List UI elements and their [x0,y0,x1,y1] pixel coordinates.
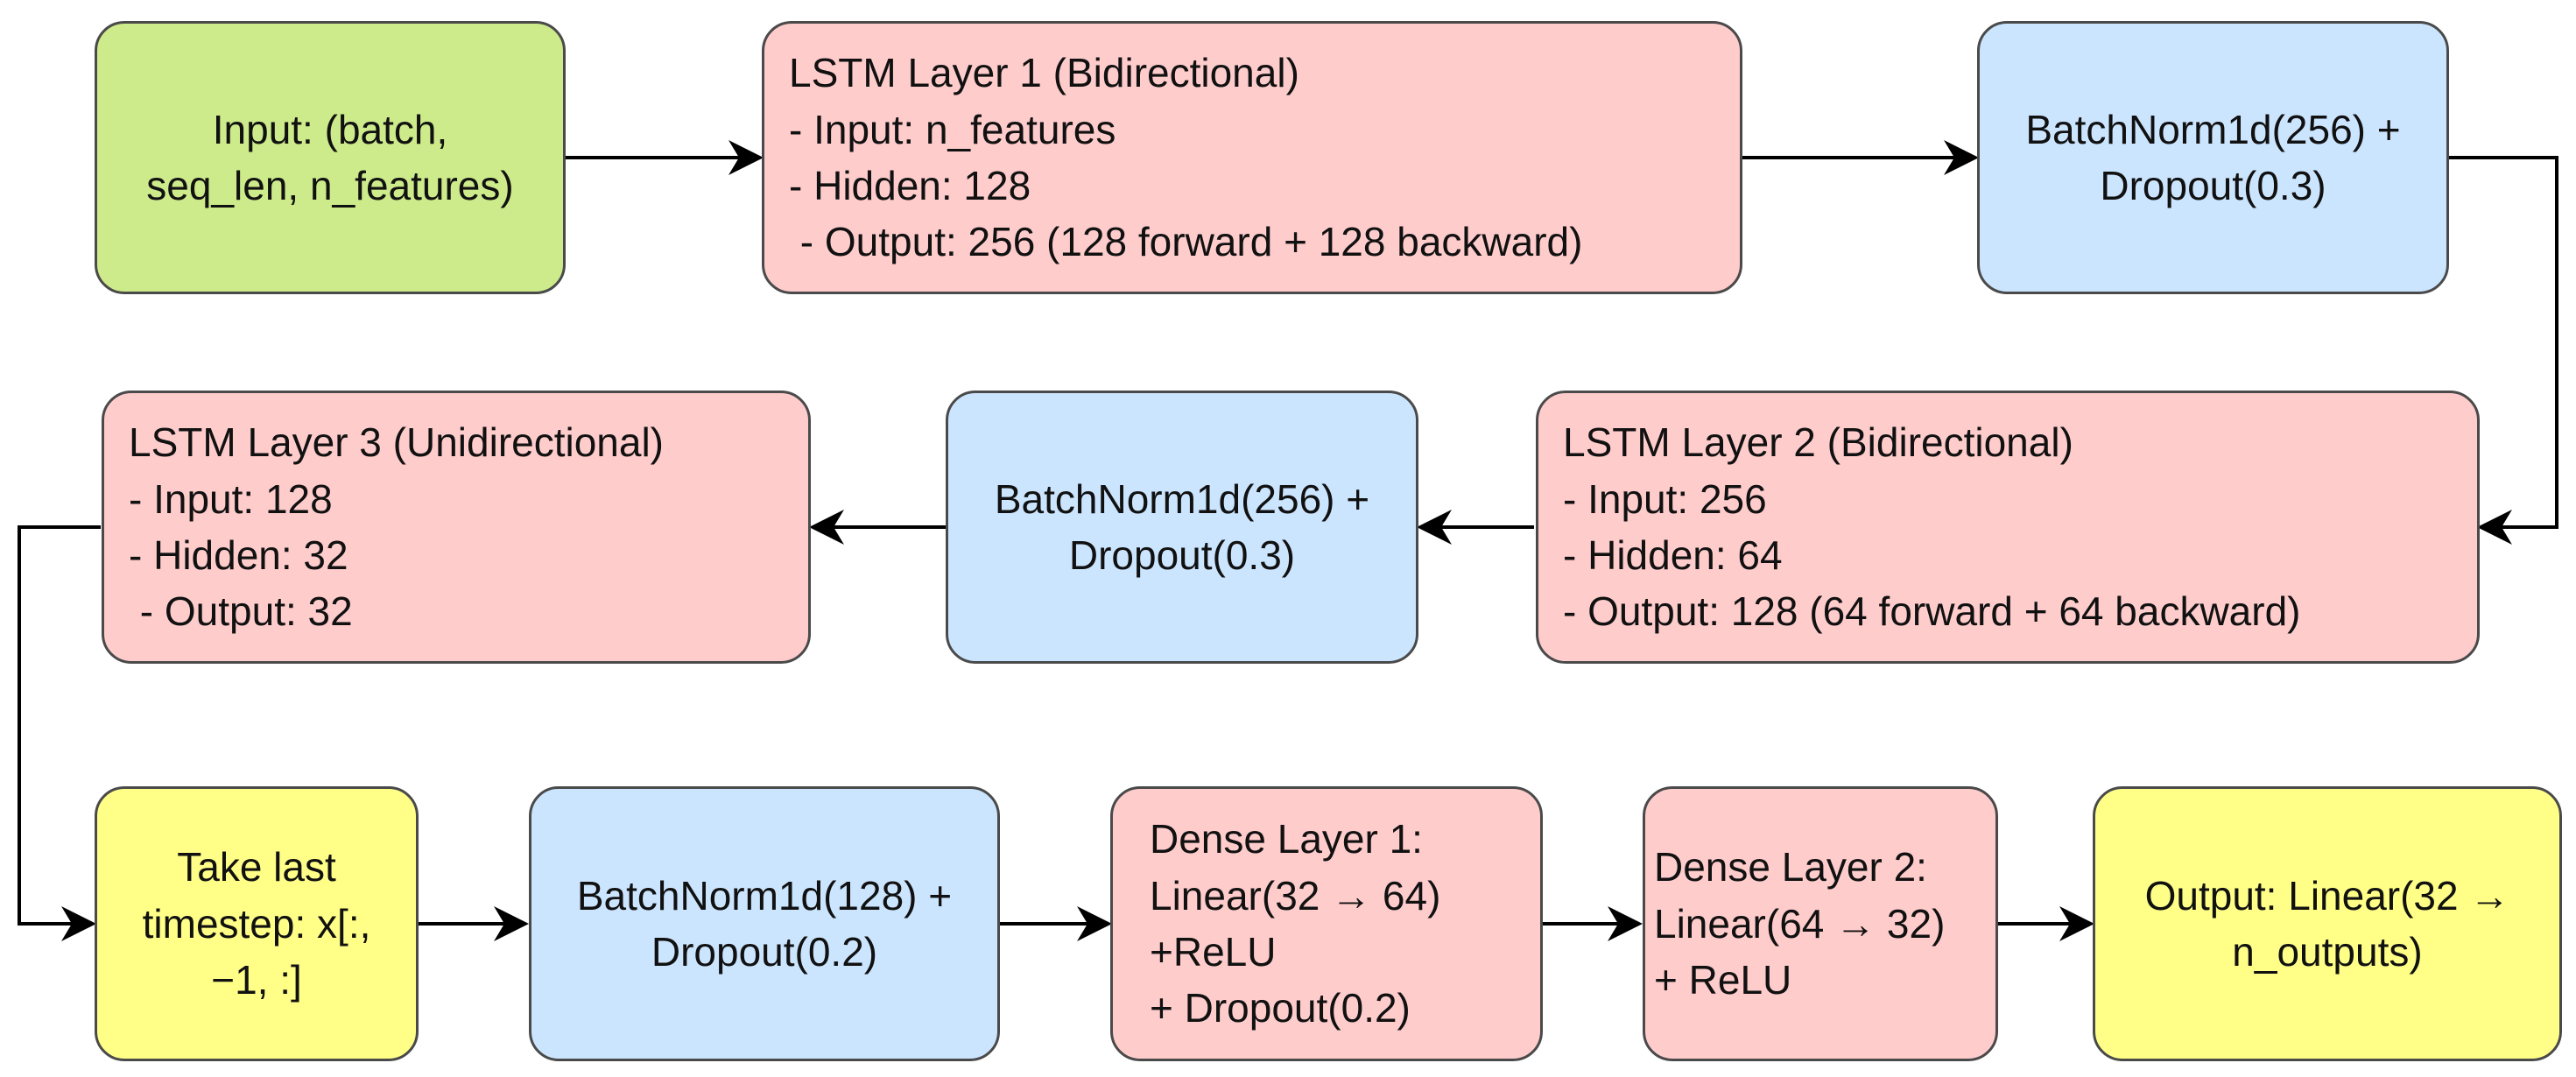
node-batchnorm-1-line: BatchNorm1d(256) + [2025,106,2401,152]
edge-bn1-to-lstm2 [2449,156,2558,545]
node-dense-layer-2: Dense Layer 2: Linear(64 → 32) + ReLU [1643,786,1998,1061]
node-lstm-layer-3-line: - Output: 32 [129,588,353,635]
node-dense-layer-2-line: Dense Layer 2: [1654,844,1927,890]
node-dense-layer-1-line: + Dropout(0.2) [1150,985,1411,1031]
node-dense-layer-1: Dense Layer 1: Linear(32 → 64) +ReLU + D… [1110,786,1543,1061]
node-batchnorm-3: BatchNorm1d(128) + Dropout(0.2) [529,786,1000,1061]
node-batchnorm-1-line: Dropout(0.3) [2100,163,2326,208]
node-lstm-layer-1: LSTM Layer 1 (Bidirectional) - Input: n_… [762,21,1742,294]
node-batchnorm-2-line: Dropout(0.3) [1068,532,1296,578]
node-lstm-layer-2-line: LSTM Layer 2 (Bidirectional) [1563,419,2073,466]
node-lstm-layer-2-line: - Hidden: 64 [1563,532,1783,578]
node-output-line: Output: Linear(32 → [2144,872,2510,919]
node-output-line: n_outputs) [2232,929,2423,975]
node-lstm-layer-2-line: - Input: 256 [1563,475,1767,522]
edge-lstm3-to-take-last [18,525,101,941]
node-lstm-layer-3-line: LSTM Layer 3 (Unidirectional) [129,419,665,466]
node-dense-layer-2-line: Linear(64 → 32) [1654,900,1946,947]
node-lstm-layer-3-line: - Input: 128 [129,475,333,522]
node-batchnorm-2: BatchNorm1d(256) + Dropout(0.3) [946,391,1418,664]
node-batchnorm-1: BatchNorm1d(256) + Dropout(0.3) [1977,21,2449,294]
node-output: Output: Linear(32 → n_outputs) [2093,786,2562,1061]
node-lstm-layer-3-line: - Hidden: 32 [129,532,348,578]
node-dense-layer-1-line: +ReLU [1150,929,1277,975]
node-dense-layer-1-line: Dense Layer 1: [1150,816,1423,862]
node-take-last-timestep: Take last timestep: x[:, −1, :] [95,786,419,1061]
node-batchnorm-2-line: BatchNorm1d(256) + [994,475,1370,522]
node-take-last-timestep-line: Take last [177,844,336,890]
node-lstm-layer-1-line: - Input: n_features [789,106,1116,152]
node-lstm-layer-2-line: - Output: 128 (64 forward + 64 backward) [1563,588,2301,635]
node-input-line: seq_len, n_features) [146,163,514,208]
node-lstm-layer-2: LSTM Layer 2 (Bidirectional) - Input: 25… [1536,391,2480,664]
node-dense-layer-2-line: + ReLU [1654,957,1792,1003]
node-take-last-timestep-line: timestep: x[:, [142,900,371,947]
node-lstm-layer-3: LSTM Layer 3 (Unidirectional) - Input: 1… [102,391,811,664]
node-lstm-layer-1-line: LSTM Layer 1 (Bidirectional) [789,50,1299,96]
node-input-line: Input: (batch, [212,106,448,152]
node-batchnorm-3-line: BatchNorm1d(128) + [576,872,953,919]
node-lstm-layer-1-line: - Hidden: 128 [789,163,1031,208]
node-take-last-timestep-line: −1, :] [211,957,302,1003]
node-batchnorm-3-line: Dropout(0.2) [651,929,878,975]
node-dense-layer-1-line: Linear(32 → 64) [1150,872,1441,919]
node-lstm-layer-1-line: - Output: 256 (128 forward + 128 backwar… [789,219,1583,265]
node-input: Input: (batch, seq_len, n_features) [95,21,566,294]
